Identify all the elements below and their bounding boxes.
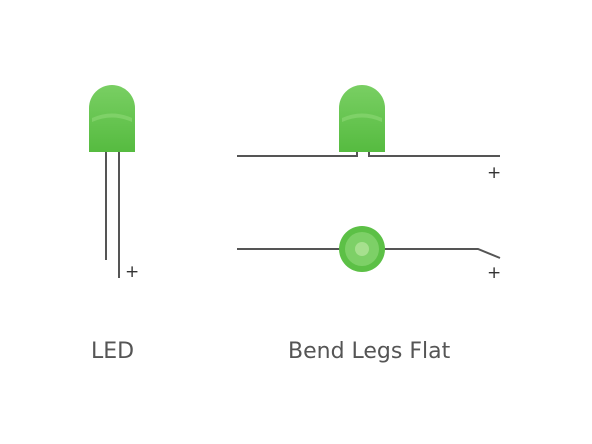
positive-marker: + <box>125 262 139 282</box>
led-dome <box>339 85 385 152</box>
led-top-center <box>355 242 369 256</box>
led-leg-left-bent <box>237 152 358 157</box>
led-bent-side: + <box>237 85 501 183</box>
led-dome-shine <box>92 113 132 122</box>
led-upright: + <box>89 85 139 282</box>
led-dome-shine <box>342 113 382 122</box>
caption-led: LED <box>91 339 135 364</box>
led-dome <box>89 85 135 152</box>
led-leg-right-bent <box>368 152 500 157</box>
positive-marker: + <box>487 263 501 283</box>
led-bent-top: + <box>237 226 501 283</box>
positive-marker: + <box>487 163 501 183</box>
caption-bend-legs-flat: Bend Legs Flat <box>288 339 451 364</box>
led-leg-right-flat <box>384 248 501 259</box>
